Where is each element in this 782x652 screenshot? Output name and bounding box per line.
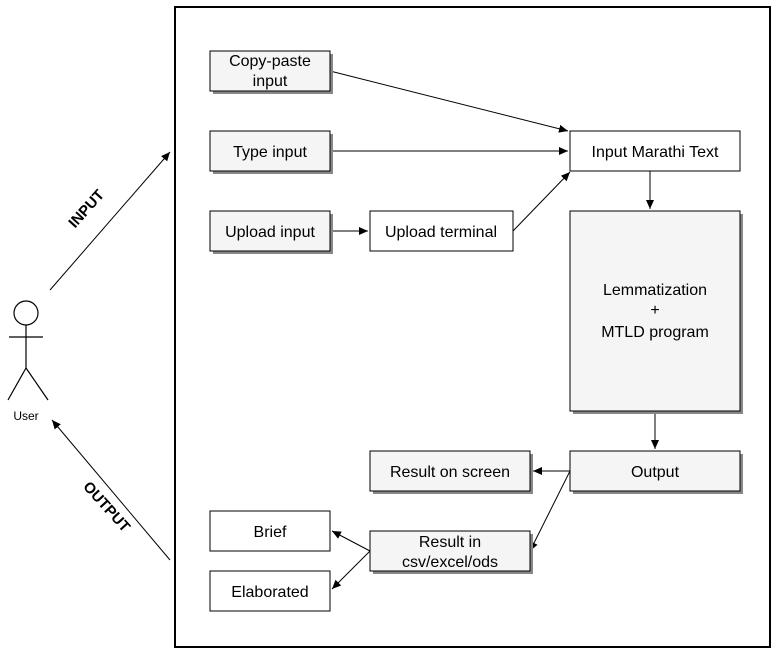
output-edge — [51, 419, 171, 561]
upload-input-label: Upload input — [225, 224, 315, 241]
lemmatization-line-3: MTLD program — [601, 324, 709, 341]
lemmatization-line-2: + — [650, 302, 659, 319]
user-label: User — [13, 409, 38, 423]
edge-terminal-to-input — [512, 171, 571, 232]
node-upload-terminal: Upload terminal — [369, 210, 514, 252]
edge-copy-to-input — [329, 70, 569, 133]
system-boundary — [174, 6, 771, 648]
edge-csv-to-brief — [331, 530, 371, 552]
result-on-screen-label: Result on screen — [390, 464, 510, 481]
copy-paste-line-1: Copy-paste — [229, 53, 311, 70]
node-result-csv: Result in csv/excel/ods — [369, 530, 533, 574]
type-input-label: Type input — [233, 144, 307, 161]
node-result-on-screen: Result on screen — [369, 450, 533, 494]
node-elaborated: Elaborated — [209, 570, 331, 612]
edge-csv-to-elaborated — [331, 550, 371, 590]
node-output: Output — [569, 450, 743, 494]
node-upload-input: Upload input — [209, 210, 333, 254]
copy-paste-line-2: input — [253, 73, 288, 90]
node-brief: Brief — [209, 510, 331, 552]
elaborated-label: Elaborated — [231, 584, 308, 601]
node-input-marathi-text: Input Marathi Text — [569, 130, 741, 172]
svg-text:Lemmatization+MTLD program: Lemmatization + MTLD program — [601, 282, 709, 341]
result-csv-line-1: Result in — [419, 534, 481, 551]
input-edge-label: INPUT — [65, 187, 108, 232]
result-csv-line-2: csv/excel/ods — [402, 554, 498, 571]
input-marathi-text-label: Input Marathi Text — [592, 144, 719, 161]
connectors — [329, 70, 659, 590]
user-actor — [7, 300, 49, 401]
lemmatization-line-1: Lemmatization — [603, 282, 707, 299]
output-label: Output — [631, 464, 680, 481]
node-type-input: Type input — [209, 130, 333, 174]
input-edge — [49, 151, 171, 291]
edge-output-to-csv — [529, 470, 571, 552]
node-copy-paste: Copy-paste input — [209, 50, 333, 94]
node-lemmatization: Lemmatization + MTLD program — [569, 210, 743, 414]
brief-label: Brief — [254, 524, 287, 541]
upload-terminal-label: Upload terminal — [385, 224, 497, 241]
